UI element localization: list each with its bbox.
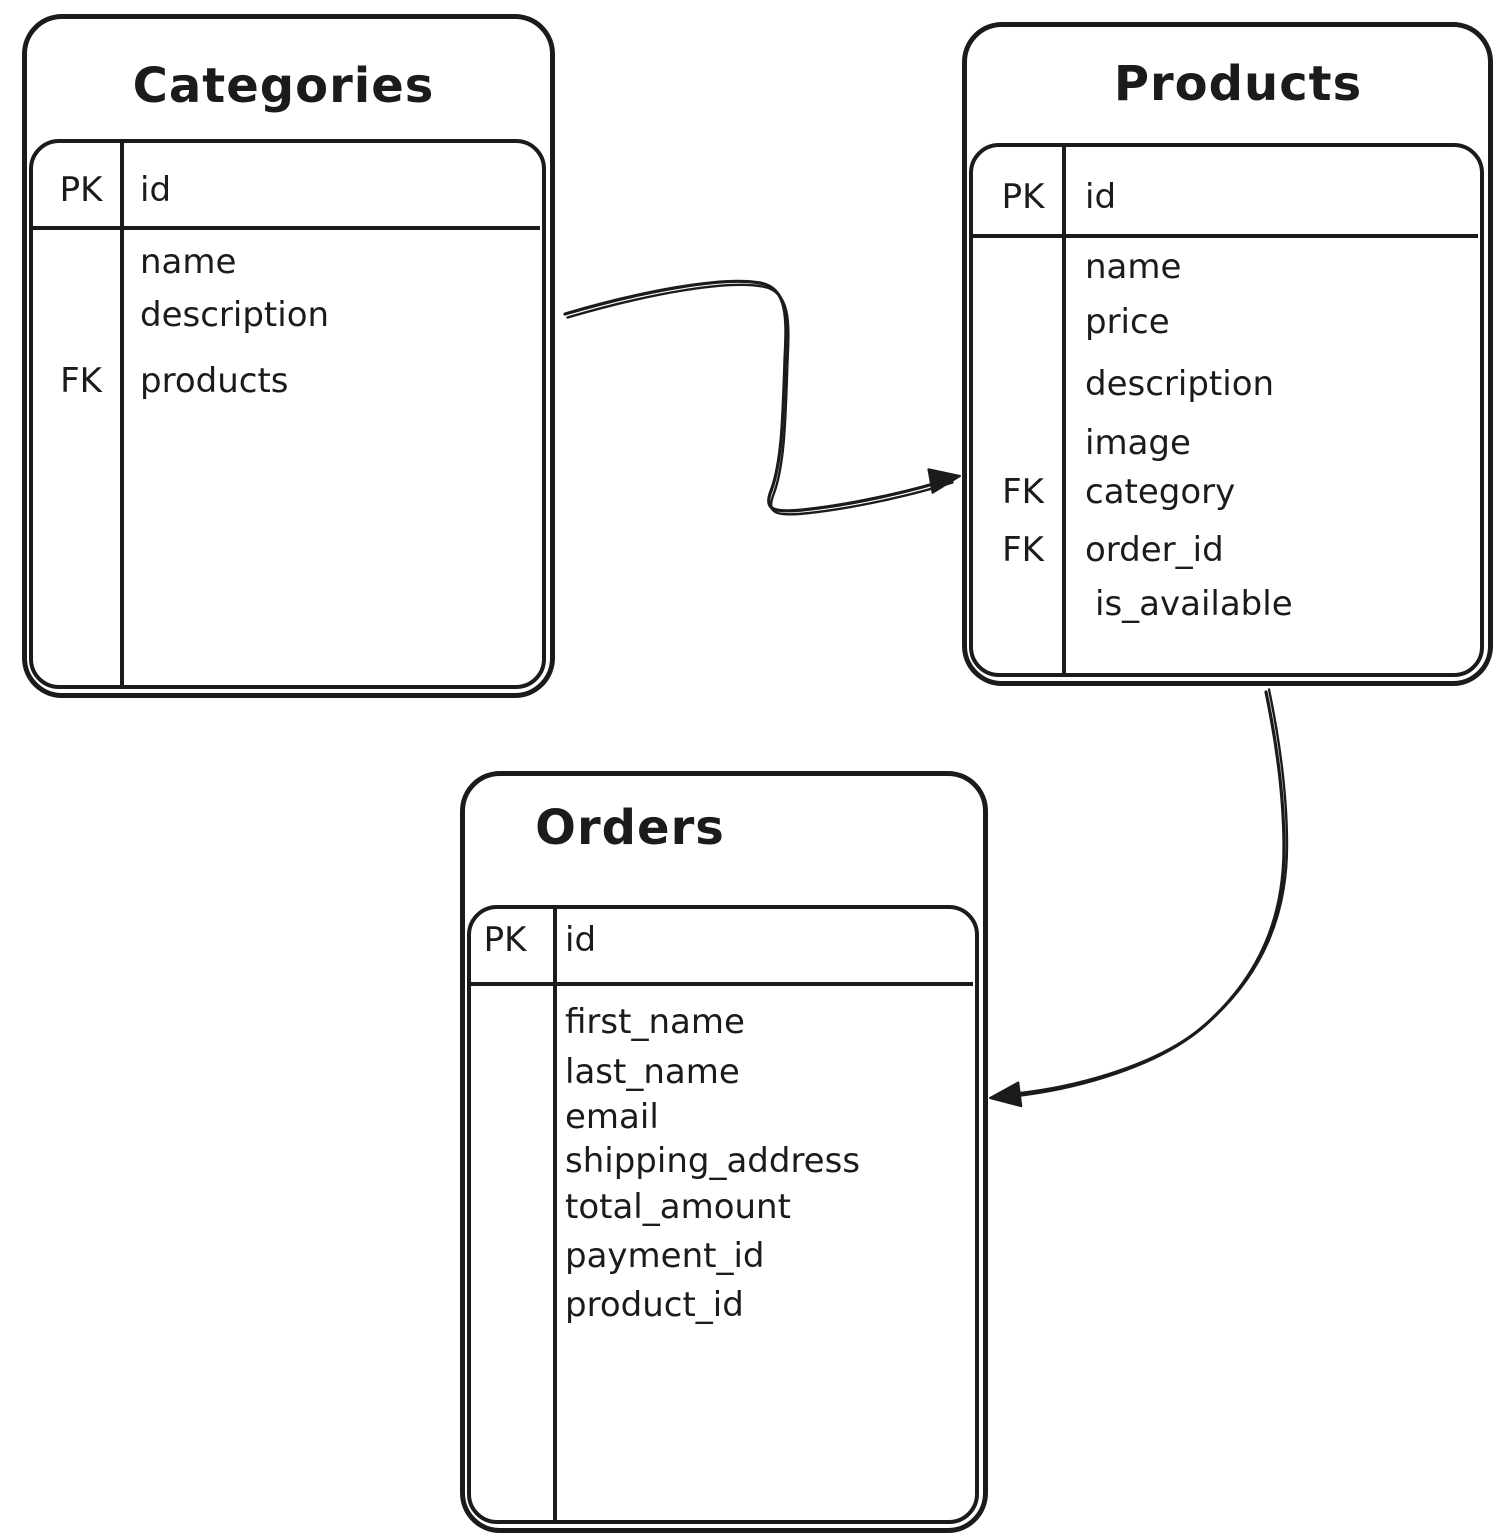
categories-field-name: name <box>140 242 237 282</box>
categories-field-id: id <box>140 170 172 210</box>
entity-orders[interactable] <box>460 771 988 1533</box>
entity-orders-rows-box <box>467 905 979 1524</box>
orders-field-total-amount: total_amount <box>565 1187 791 1227</box>
entity-categories[interactable] <box>22 14 555 698</box>
relation-arrow-categories-products[interactable] <box>563 279 961 516</box>
orders-pk-label: PK <box>483 920 527 960</box>
arrowhead-into-products <box>927 468 961 494</box>
products-field-id: id <box>1085 177 1117 217</box>
orders-field-shipping-address: shipping_address <box>565 1141 861 1181</box>
orders-field-id: id <box>565 920 597 960</box>
arrowhead-into-orders <box>989 1081 1023 1108</box>
products-header-divider <box>969 234 1478 238</box>
categories-field-description: description <box>140 295 330 335</box>
products-field-image: image <box>1085 423 1191 463</box>
entity-title-categories: Categories <box>132 58 435 114</box>
products-fk-label-category: FK <box>1002 472 1044 512</box>
products-field-name: name <box>1085 247 1182 287</box>
orders-key-column-divider <box>553 905 557 1520</box>
categories-field-products: products <box>140 361 289 401</box>
products-fk-label-order-id: FK <box>1002 530 1044 570</box>
categories-fk-label: FK <box>60 361 102 401</box>
entity-title-orders: Orders <box>535 800 725 856</box>
products-pk-label: PK <box>1001 177 1045 217</box>
orders-header-divider <box>467 982 973 986</box>
categories-key-column-divider <box>120 139 124 685</box>
entity-title-products: Products <box>1113 56 1363 112</box>
orders-field-email: email <box>565 1097 659 1137</box>
categories-header-divider <box>29 226 540 230</box>
categories-pk-label: PK <box>59 170 103 210</box>
relation-arrow-products-orders[interactable] <box>989 688 1289 1108</box>
entity-categories-rows-box <box>29 139 546 689</box>
orders-field-first-name: first_name <box>565 1002 745 1042</box>
products-field-price: price <box>1085 302 1170 342</box>
products-field-category: category <box>1085 472 1236 512</box>
products-field-order-id: order_id <box>1085 530 1224 570</box>
products-field-is-available: is_available <box>1095 584 1293 624</box>
products-key-column-divider <box>1062 143 1066 673</box>
entity-products[interactable] <box>962 22 1493 686</box>
orders-field-last-name: last_name <box>565 1052 740 1092</box>
orders-field-payment-id: payment_id <box>565 1236 765 1276</box>
products-field-description: description <box>1085 364 1275 404</box>
orders-field-product-id: product_id <box>565 1285 744 1325</box>
entity-products-rows-box <box>969 143 1484 677</box>
